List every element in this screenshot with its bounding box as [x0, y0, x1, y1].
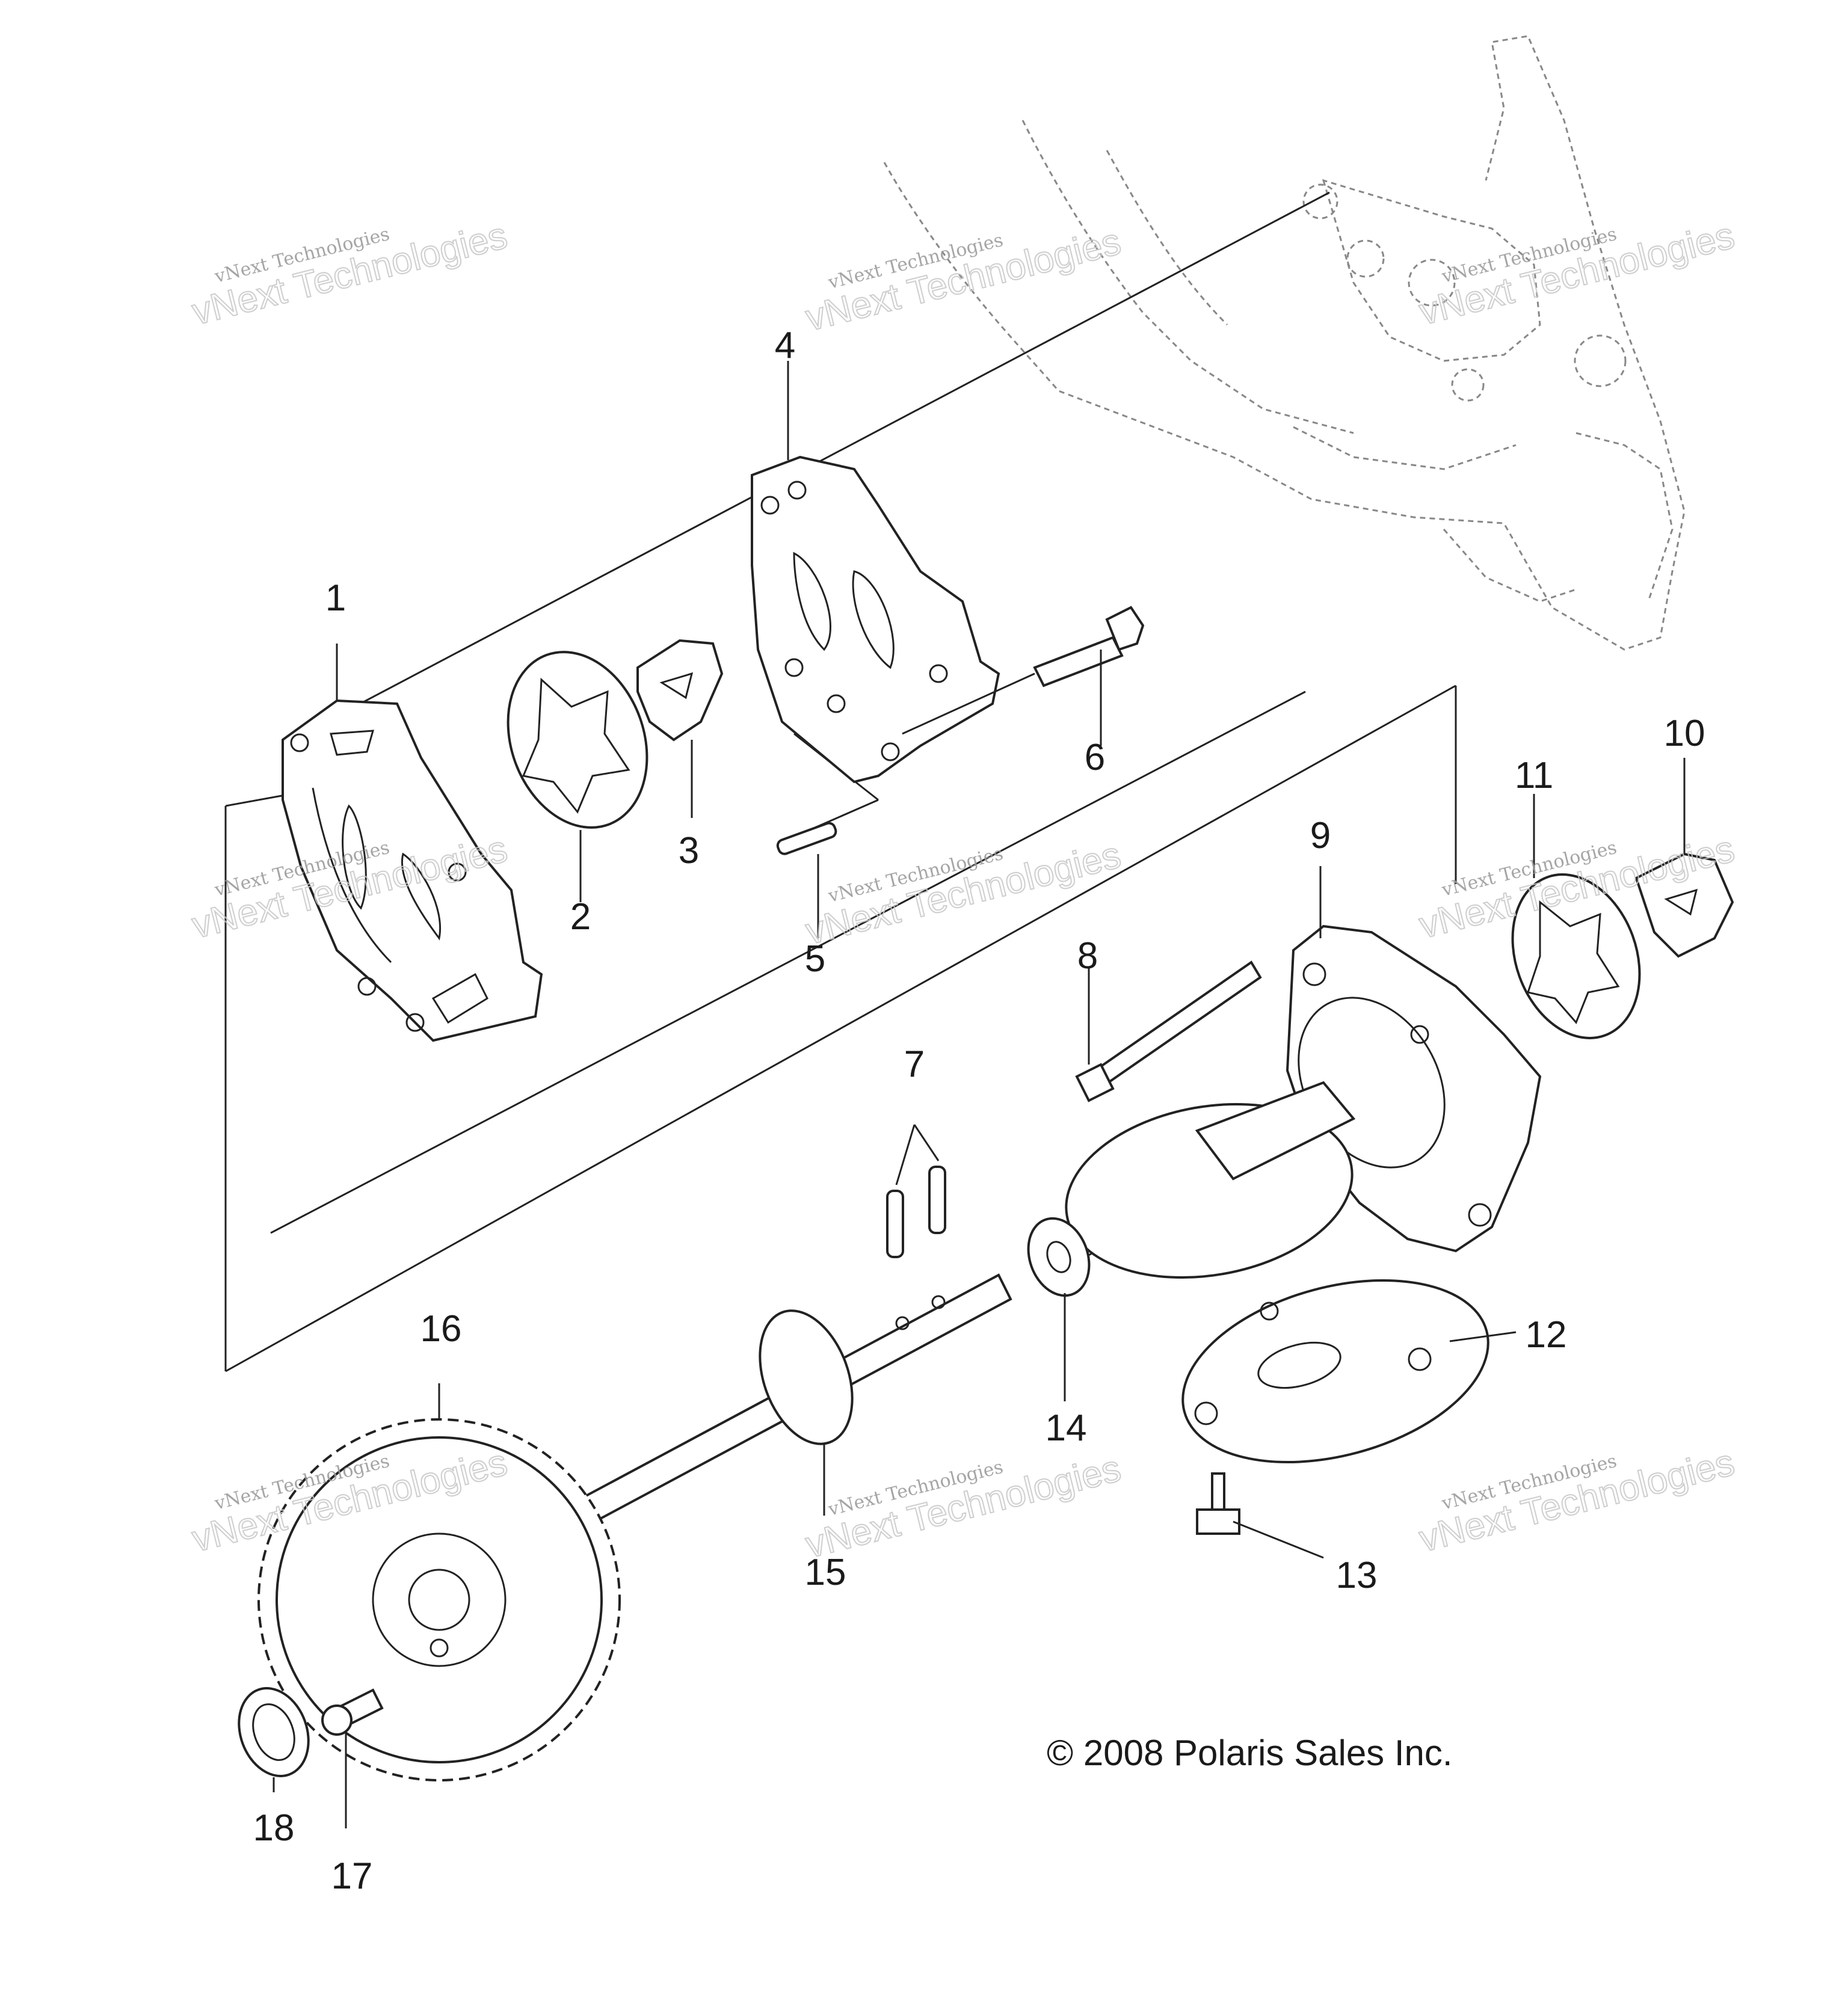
watermarks: vNext Technologies vNext Technologies vN…	[188, 214, 1739, 1567]
leader-lines	[273, 361, 1686, 1828]
bolt-13	[1196, 1472, 1240, 1535]
callouts: 1 2 3 4 5 6 7 8 9 10 11 12 13 14 15 16 1…	[253, 325, 1705, 1897]
assembly-lines	[224, 191, 1457, 1715]
callout-13: 13	[1336, 1555, 1378, 1596]
callout-2: 2	[570, 896, 591, 938]
callout-3: 3	[679, 830, 699, 871]
bolt-8	[1075, 960, 1262, 1102]
shaft-15	[570, 1273, 1012, 1529]
callout-11: 11	[1515, 755, 1553, 796]
bolt-17	[321, 1688, 384, 1736]
callout-17: 17	[331, 1855, 373, 1897]
gear-16	[257, 1418, 621, 1781]
engine-case-outline	[883, 35, 1686, 651]
callout-5: 5	[805, 938, 825, 980]
washer-18	[238, 1687, 310, 1777]
outer-rotor-2	[507, 651, 648, 829]
gasket-12	[1181, 1279, 1489, 1464]
callout-10: 10	[1664, 713, 1705, 754]
callout-14: 14	[1046, 1407, 1087, 1449]
inner-rotor-3	[636, 639, 724, 742]
callout-16: 16	[420, 1308, 462, 1350]
callout-18: 18	[253, 1807, 295, 1849]
copyright-notice: © 2008 Polaris Sales Inc.	[1047, 1733, 1453, 1773]
washer-14	[1027, 1217, 1091, 1297]
outer-rotor-11	[1511, 873, 1641, 1039]
callout-9: 9	[1310, 815, 1331, 856]
strainer-cover	[1065, 1081, 1356, 1279]
callout-8: 8	[1077, 935, 1098, 977]
callout-4: 4	[775, 325, 795, 366]
callout-15: 15	[805, 1552, 846, 1593]
callout-6: 6	[1085, 737, 1105, 778]
pump-body-1	[282, 699, 543, 1042]
callout-7: 7	[904, 1043, 925, 1085]
inner-rotor-10	[1634, 852, 1734, 958]
pump-body-4	[751, 455, 1000, 784]
callout-1: 1	[325, 577, 346, 619]
pins-7	[886, 1166, 946, 1258]
callout-12: 12	[1526, 1314, 1567, 1356]
pin-5	[776, 822, 837, 855]
